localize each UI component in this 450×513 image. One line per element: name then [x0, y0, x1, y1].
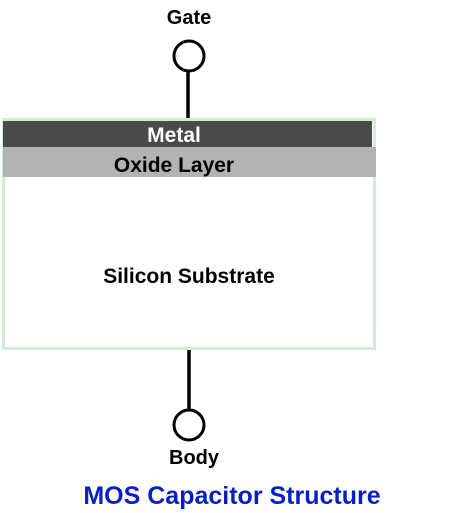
diagram-caption: MOS Capacitor Structure [83, 482, 380, 510]
substrate-label: Silicon Substrate [103, 265, 275, 288]
oxide-label: Oxide Layer [114, 154, 234, 177]
metal-layer [3, 121, 372, 147]
silicon-substrate [5, 178, 373, 347]
body-terminal [172, 408, 206, 442]
metal-label: Metal [147, 124, 201, 147]
gate-terminal [172, 39, 206, 73]
oxide-layer [3, 147, 376, 177]
body-label: Body [169, 447, 220, 469]
gate-label: Gate [167, 7, 211, 29]
